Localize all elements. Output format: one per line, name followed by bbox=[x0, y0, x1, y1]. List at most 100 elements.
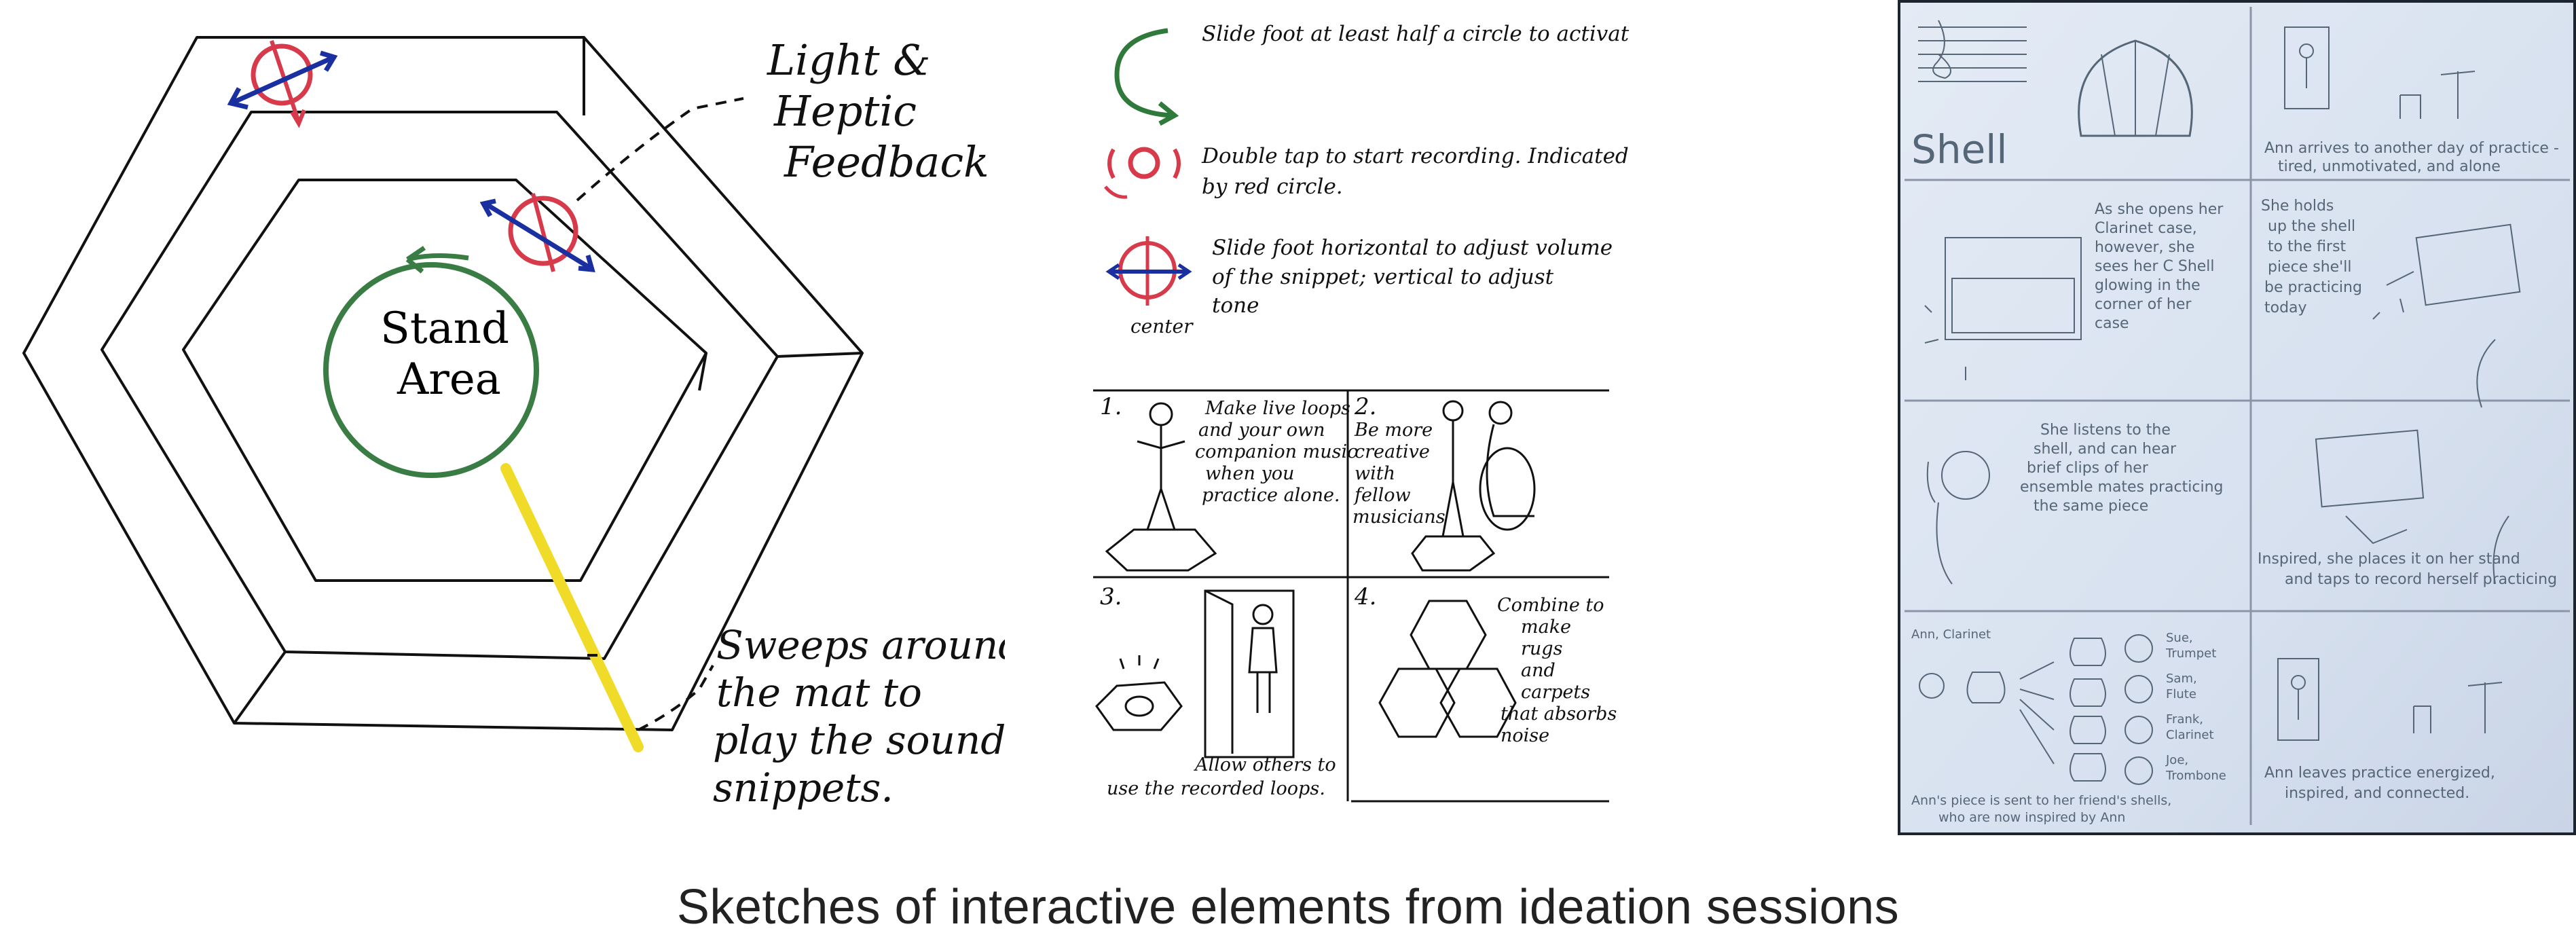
sweep-arm bbox=[500, 463, 644, 752]
panel-8-caption-2: inspired, and connected. bbox=[2285, 785, 2469, 802]
cell-4-text-1: Combine to bbox=[1497, 595, 1604, 616]
cell-4-number: 4. bbox=[1354, 583, 1376, 610]
panel-2-scene bbox=[2284, 26, 2476, 119]
cell-1-text-3: companion music bbox=[1195, 441, 1357, 462]
crosshair-control-mid bbox=[479, 193, 595, 272]
panel-4-caption-5: be practicing bbox=[2264, 279, 2362, 296]
panel-7-ann-label: Ann, Clarinet bbox=[1911, 627, 1991, 642]
feedback-label-2: Heptic bbox=[773, 86, 917, 136]
sweep-label-2: the mat to bbox=[716, 670, 922, 716]
stand-area-circle bbox=[323, 262, 539, 478]
controls-sketch-drawing: center Slide foot at least half a circle… bbox=[1093, 22, 1630, 803]
panel-7-caption-2: who are now inspired by Ann bbox=[1938, 810, 2125, 825]
panel-3-caption-3: however, she bbox=[2095, 239, 2194, 256]
person-2-name: Sam, bbox=[2166, 672, 2197, 686]
red-double-tap-icon bbox=[1104, 147, 1181, 199]
cell-1-text-5: practice alone. bbox=[1202, 485, 1340, 506]
cell-4-text-2: make bbox=[1521, 617, 1571, 638]
panel-4-caption-6: today bbox=[2264, 299, 2307, 316]
cell-2-text-1: Be more bbox=[1354, 420, 1433, 441]
cell-4-text-7: noise bbox=[1501, 725, 1549, 746]
cell-2-text-3: with bbox=[1355, 463, 1395, 484]
cell-2-figures bbox=[1411, 400, 1536, 572]
panel-5-caption-4: ensemble mates practicing bbox=[2020, 479, 2223, 496]
panel-3-scene bbox=[1924, 237, 2082, 380]
person-3-inst: Clarinet bbox=[2166, 728, 2214, 742]
legend-3-line-1: Slide foot horizontal to adjust volume bbox=[1212, 236, 1613, 260]
cell-1-text-4: when you bbox=[1205, 463, 1294, 484]
cell-2-text-2: creative bbox=[1355, 441, 1430, 462]
storyboard-paper bbox=[1898, 0, 2576, 835]
figure-caption: Sketches of interactive elements from id… bbox=[676, 880, 1900, 934]
legend-2-line-2: by red circle. bbox=[1202, 175, 1343, 199]
panel-5-scene bbox=[1926, 451, 1990, 585]
panel-7-scene bbox=[1919, 634, 2153, 785]
person-4-name: Joe, bbox=[2165, 753, 2188, 767]
sweep-label-1: Sweeps around bbox=[716, 622, 1005, 668]
panel-3-caption-4: sees her C Shell bbox=[2095, 258, 2215, 275]
controls-sketch-panel: center Slide foot at least half a circle… bbox=[1059, 0, 1630, 842]
panel-6-caption-1: Inspired, she places it on her stand bbox=[2258, 551, 2520, 568]
panel-4-caption-4: piece she'll bbox=[2268, 259, 2351, 276]
cell-4-text-3: rugs bbox=[1521, 638, 1562, 659]
panel-5-caption-2: shell, and can hear bbox=[2034, 441, 2177, 458]
treble-clef-staff bbox=[1918, 20, 2027, 82]
panel-3-caption-1: As she opens her bbox=[2095, 201, 2224, 218]
sweep-label-4: snippets. bbox=[713, 765, 894, 811]
sweep-label-3: play the sound bbox=[713, 717, 1005, 763]
panel-2-caption-1: Ann arrives to another day of practice - bbox=[2264, 140, 2559, 157]
person-3-name: Frank, bbox=[2166, 712, 2203, 727]
person-2-inst: Flute bbox=[2166, 687, 2196, 701]
cell-2-number: 2. bbox=[1354, 393, 1376, 420]
feedback-label-3: Feedback bbox=[784, 137, 989, 187]
cell-2-text-5: musicians bbox=[1353, 507, 1446, 528]
crosshair-arrows-icon bbox=[1105, 236, 1192, 306]
panel-4-caption-3: to the first bbox=[2268, 238, 2347, 255]
panel-6-caption-2: and taps to record herself practicing bbox=[2285, 571, 2557, 588]
cell-3-number: 3. bbox=[1100, 583, 1122, 610]
crosshair-control-top bbox=[227, 40, 338, 128]
panel-3-caption-6: corner of her bbox=[2095, 296, 2192, 313]
feedback-label-1: Light & bbox=[767, 35, 930, 85]
cell-3-door-figure bbox=[1095, 589, 1295, 758]
panel-4-scene bbox=[2372, 223, 2521, 408]
legend-3-line-3: tone bbox=[1212, 293, 1259, 318]
person-1-name: Sue, bbox=[2166, 631, 2193, 645]
panel-4-caption-2: up the shell bbox=[2268, 218, 2355, 235]
cell-4-hexagon-tiles bbox=[1378, 600, 1517, 738]
center-label: center bbox=[1130, 315, 1194, 337]
panel-5-caption-1: She listens to the bbox=[2040, 422, 2171, 439]
mat-sketch-panel: Stand Area Light & Heptic Feedback bbox=[0, 0, 1005, 842]
person-1-inst: Trumpet bbox=[2165, 646, 2216, 661]
person-4-inst: Trombone bbox=[2165, 769, 2226, 783]
panel-8-scene bbox=[2277, 658, 2503, 741]
cell-1-number: 1. bbox=[1100, 393, 1122, 420]
cell-3-text-2: use the recorded loops. bbox=[1107, 778, 1325, 799]
cell-1-text-2: and your own bbox=[1198, 420, 1325, 441]
legend-2-line-1: Double tap to start recording. Indicated bbox=[1201, 144, 1629, 168]
panel-6-scene bbox=[2315, 429, 2509, 585]
panel-8-caption-1: Ann leaves practice energized, bbox=[2264, 765, 2495, 782]
green-arc-arrow-icon bbox=[1114, 28, 1179, 126]
stand-area-label-1: Stand bbox=[380, 304, 509, 354]
panel-5-caption-3: brief clips of her bbox=[2027, 460, 2149, 477]
storyboard-panel: Shell Ann arrives to another day of prac… bbox=[1898, 0, 2576, 835]
cell-1-text-1: Make live loops bbox=[1204, 398, 1350, 419]
legend-1-line-1: Slide foot at least half a circle to act… bbox=[1202, 22, 1630, 46]
cell-4-text-4: and bbox=[1521, 660, 1556, 681]
panel-4-caption-1: She holds bbox=[2261, 198, 2334, 215]
cell-2-text-4: fellow bbox=[1353, 485, 1411, 506]
panel-7-caption-1: Ann's piece is sent to her friend's shel… bbox=[1911, 793, 2171, 808]
panel-3-caption-2: Clarinet case, bbox=[2095, 220, 2197, 237]
middle-hexagon bbox=[100, 111, 779, 660]
cell-1-figure bbox=[1105, 402, 1217, 572]
cell-4-text-6: that absorbs bbox=[1501, 703, 1617, 725]
storyboard-drawing: Shell Ann arrives to another day of prac… bbox=[1898, 0, 2576, 835]
cell-3-text-1: Allow others to bbox=[1193, 754, 1336, 775]
legend-3-line-2: of the snippet; vertical to adjust bbox=[1212, 265, 1554, 289]
panel-3-caption-5: glowing in the bbox=[2095, 277, 2201, 294]
panel-3-caption-7: case bbox=[2095, 315, 2129, 332]
mat-sketch-drawing: Stand Area Light & Heptic Feedback bbox=[22, 35, 1005, 811]
panel-2-caption-2: tired, unmotivated, and alone bbox=[2278, 158, 2501, 175]
cell-4-text-5: carpets bbox=[1521, 682, 1590, 703]
